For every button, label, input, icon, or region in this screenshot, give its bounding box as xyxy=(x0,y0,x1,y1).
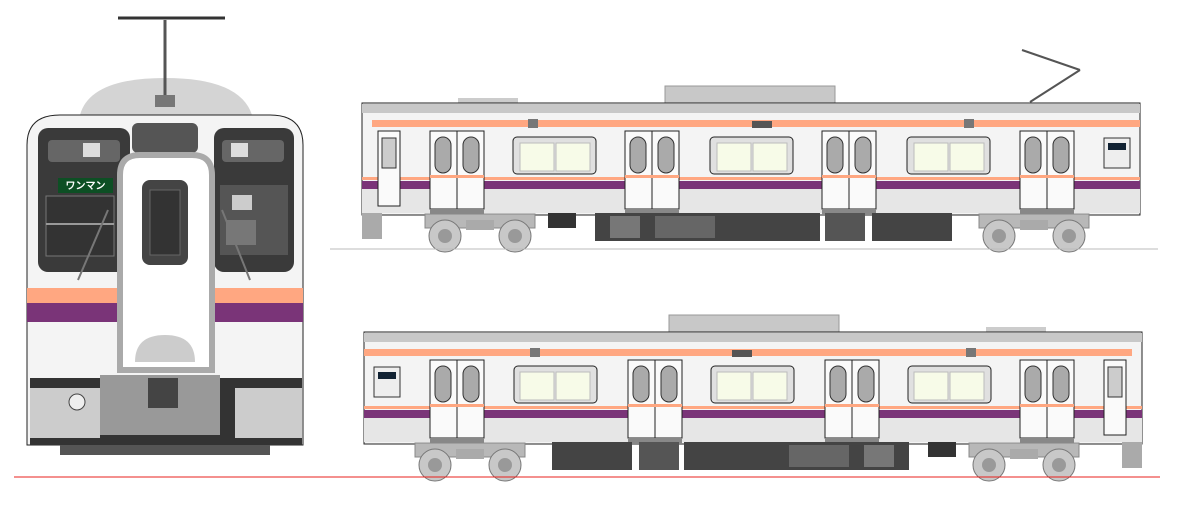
headlight xyxy=(231,143,248,157)
one-man-sign-text: ワンマン xyxy=(66,180,106,192)
headlight xyxy=(83,143,100,157)
pantograph xyxy=(1029,69,1081,103)
wiper xyxy=(77,209,109,281)
side-view-lower xyxy=(364,315,1142,481)
side-view-upper xyxy=(362,49,1140,252)
wiper xyxy=(221,209,251,281)
destination-housing xyxy=(132,123,198,153)
front-view: ワンマン xyxy=(26,16,304,455)
one-man-sign xyxy=(58,178,113,193)
